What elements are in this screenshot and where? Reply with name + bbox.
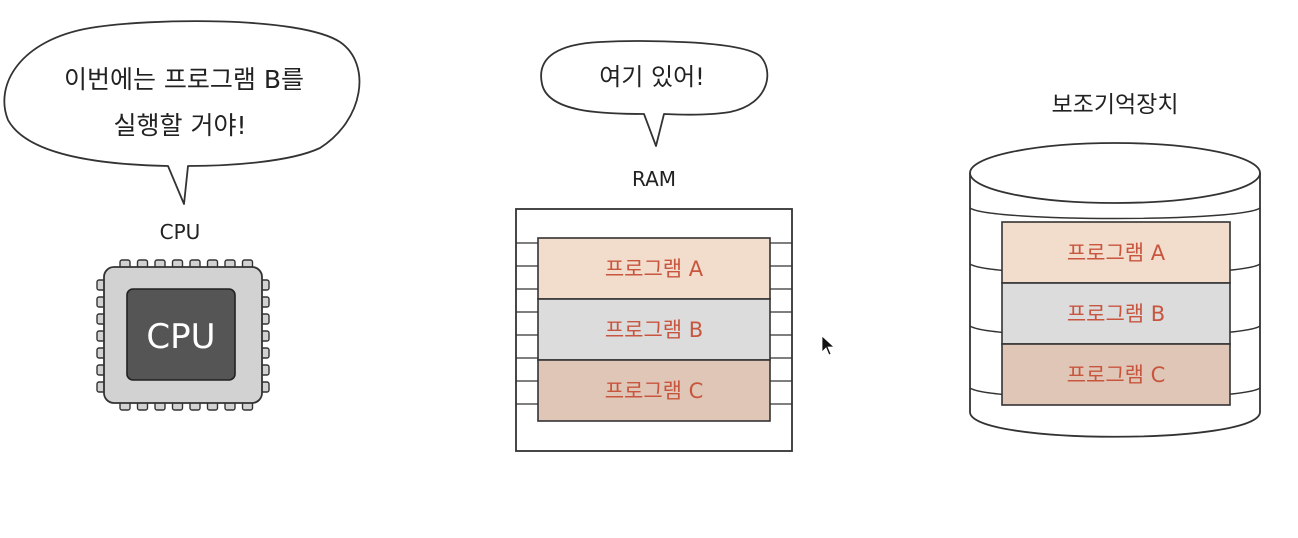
storage-program-list: 프로그램 A 프로그램 B 프로그램 C — [1001, 221, 1231, 406]
storage-cylinder-top — [969, 142, 1261, 204]
ram-program-block — [537, 359, 771, 422]
storage-ring — [969, 207, 1261, 220]
storage-program-block — [1001, 343, 1231, 406]
cpu-chip-text: CPU — [146, 317, 215, 357]
cpu-bubble-line-2: 실행할 거야! — [114, 111, 247, 140]
cpu-chip-core — [126, 288, 236, 381]
ram-label: RAM — [632, 167, 676, 191]
ram-program-block — [537, 237, 771, 300]
cpu-bubble-line-1: 이번에는 프로그램 B를 — [64, 65, 304, 94]
storage-cylinder: 프로그램 A 프로그램 B 프로그램 C — [969, 142, 1261, 438]
storage-program-label: 프로그램 A — [1067, 241, 1166, 265]
cpu-label: CPU — [160, 220, 201, 244]
ram-frame-ticks — [516, 242, 792, 405]
ram-bubble-text: 여기 있어! — [599, 63, 705, 91]
ram-program-list: 프로그램 A 프로그램 B 프로그램 C — [537, 237, 771, 422]
storage-program-label: 프로그램 B — [1067, 302, 1165, 326]
cpu-speech-bubble: 이번에는 프로그램 B를 실행할 거야! — [3, 20, 361, 205]
ram-program-label: 프로그램 B — [605, 318, 703, 342]
cpu-chip: CPU — [96, 259, 270, 411]
ram-program-label: 프로그램 C — [605, 379, 704, 403]
ram-speech-bubble: 여기 있어! — [540, 40, 769, 147]
storage-program-block — [1001, 282, 1231, 345]
ram-module: 프로그램 A 프로그램 B 프로그램 C — [515, 208, 793, 452]
ram-program-block — [537, 298, 771, 361]
ram-program-label: 프로그램 A — [605, 257, 704, 281]
storage-program-block — [1001, 221, 1231, 284]
storage-program-label: 프로그램 C — [1067, 363, 1166, 387]
storage-label: 보조기억장치 — [1052, 92, 1179, 118]
mouse-cursor-icon — [821, 335, 836, 356]
